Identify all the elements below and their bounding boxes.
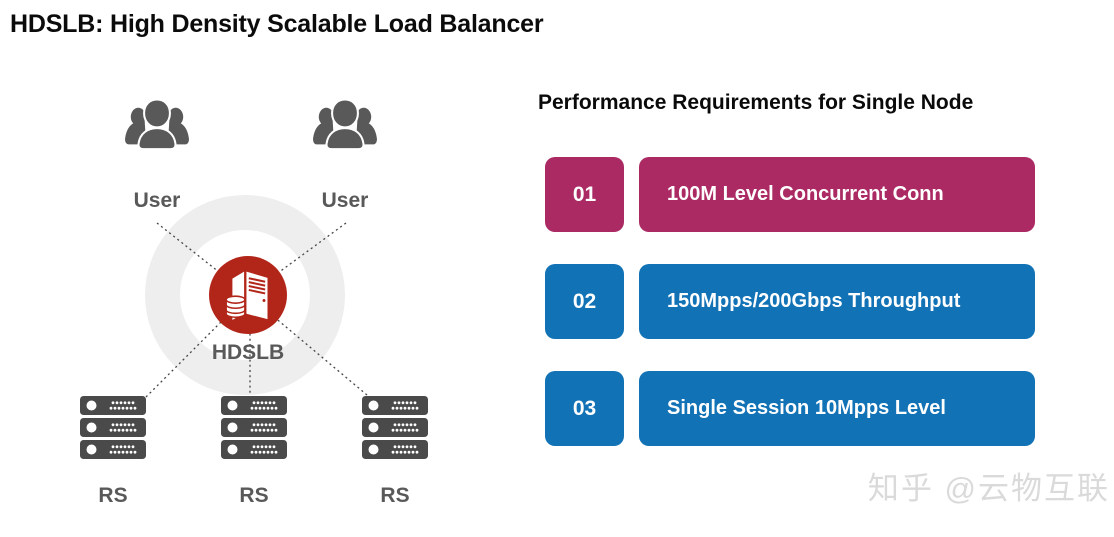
requirement-row: 02 150Mpps/200Gbps Throughput [545,264,1035,339]
users-icon [124,98,190,151]
requirement-number-badge: 02 [545,264,624,339]
server-rack-icon [221,396,287,459]
requirement-text: 150Mpps/200Gbps Throughput [667,290,961,312]
server-database-icon [209,256,287,334]
rs-label: RS [98,484,128,507]
server-rack-icon [80,396,146,459]
requirement-bar: Single Session 10Mpps Level [639,371,1035,446]
watermark: 知乎 @云物互联 [867,471,1110,506]
users-icon [312,98,378,151]
requirement-row: 03 Single Session 10Mpps Level [545,371,1035,446]
server-rack-icon [362,396,428,459]
requirement-text: 100M Level Concurrent Conn [667,183,944,205]
requirement-bar: 150Mpps/200Gbps Throughput [639,264,1035,339]
user-label: User [133,189,181,212]
requirement-number-badge: 01 [545,157,624,232]
requirement-number-badge: 03 [545,371,624,446]
hdslb-label: HDSLB [211,341,285,364]
requirement-bar: 100M Level Concurrent Conn [639,157,1035,232]
rs-label: RS [239,484,269,507]
user-label: User [321,189,369,212]
page-title: HDSLB: High Density Scalable Load Balanc… [10,10,544,38]
requirement-text: Single Session 10Mpps Level [667,397,946,419]
rs-label: RS [380,484,410,507]
requirement-row: 01 100M Level Concurrent Conn [545,157,1035,232]
requirements-list: 01 100M Level Concurrent Conn 02 150Mpps… [545,157,1035,478]
panel-heading: Performance Requirements for Single Node [538,91,974,114]
